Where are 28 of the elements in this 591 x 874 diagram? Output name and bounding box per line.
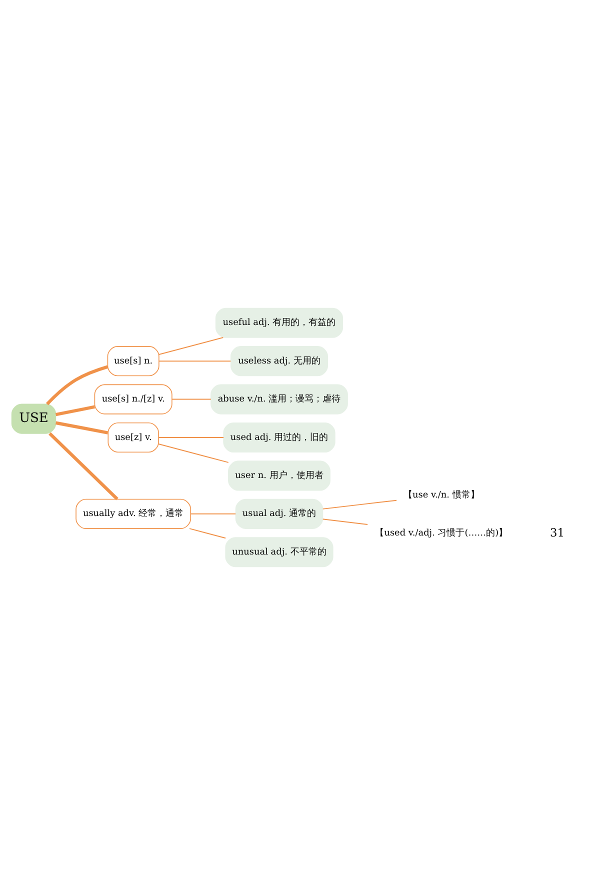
connector	[190, 512, 236, 514]
connector	[158, 443, 229, 462]
node-text: 【use v./n. 惯常】	[404, 490, 480, 500]
connector	[322, 518, 368, 525]
connector	[189, 528, 226, 538]
node-text: 【used v./adj. 习惯于(……的)】	[375, 528, 508, 538]
node-box: usual adj. 通常的	[235, 498, 324, 528]
connector	[158, 360, 232, 362]
connector	[56, 404, 96, 416]
node-box: use[s] n./[z] v.	[94, 384, 172, 414]
node-box: useless adj. 无用的	[230, 346, 328, 376]
label: 31	[550, 524, 564, 539]
connector	[158, 436, 224, 438]
node-box: used adj. 用过的，旧的	[223, 422, 336, 452]
node-box: user n. 用户，使用者	[228, 460, 330, 490]
node-box: use[z] v.	[108, 422, 159, 452]
node-box: abuse v./n. 滥用；谩骂；虐待	[210, 384, 348, 414]
connector	[172, 398, 212, 400]
connector	[46, 364, 108, 405]
node-box: use[s] n.	[107, 346, 160, 376]
connector	[56, 420, 108, 434]
connector	[158, 336, 224, 354]
node-box: usually adv. 经常，通常	[76, 498, 192, 528]
node-box: useful adj. 有用的，有益的	[215, 307, 344, 338]
connector	[48, 432, 118, 500]
connector	[322, 499, 397, 509]
node-box: unusual adj. 不平常的	[225, 536, 334, 567]
node-box: USE	[11, 403, 56, 434]
